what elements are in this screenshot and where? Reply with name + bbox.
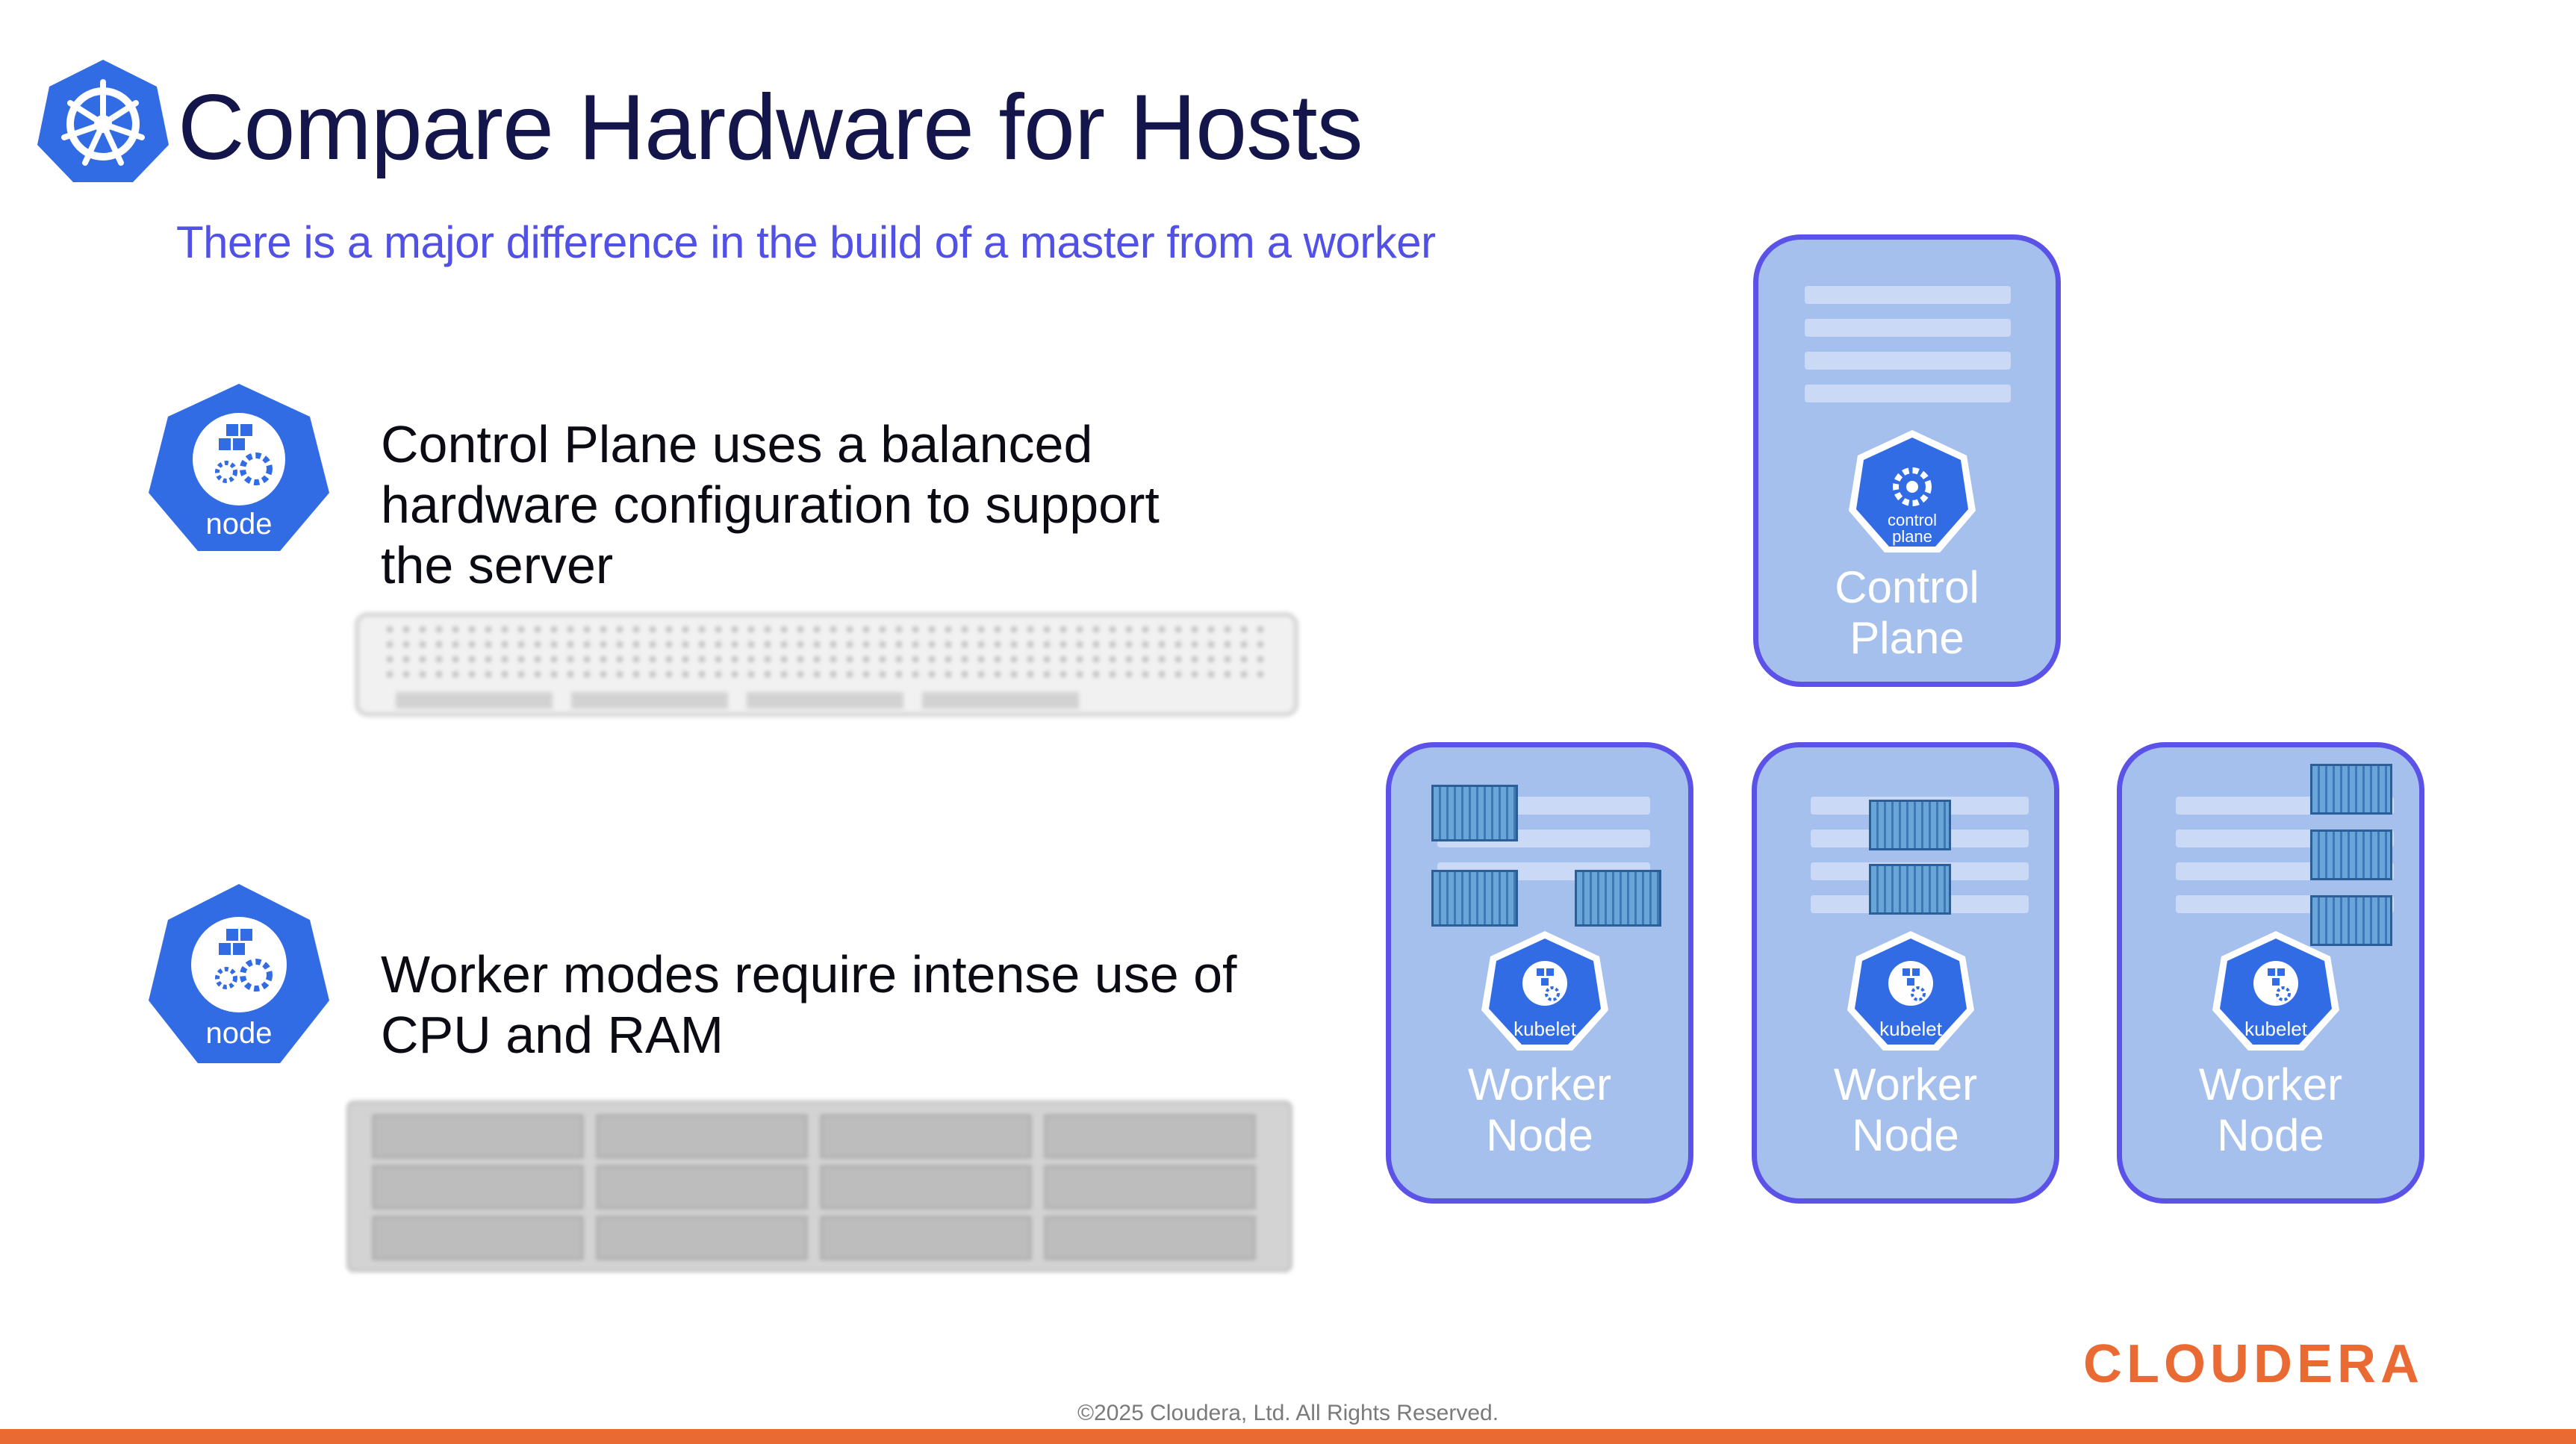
worker-node-label: Worker Node: [1467, 1059, 1612, 1160]
worker-node-label: Worker Node: [2198, 1059, 2343, 1160]
kubelet-icon: kubelet: [2211, 930, 2341, 1052]
kubelet-icon: kubelet: [1846, 930, 1976, 1052]
1u-server-image: [351, 609, 1303, 721]
container-icon: [1431, 870, 1518, 927]
cloudera-logo: CLOUDERA: [2083, 1334, 2424, 1394]
container-icon: [1575, 870, 1661, 927]
bullet-line: CPU and RAM: [381, 1006, 724, 1064]
footer-accent-bar: [0, 1429, 2576, 1444]
2u-storage-server-image: [343, 1098, 1295, 1275]
worker-node-box: kubelet Worker Node: [1752, 742, 2059, 1204]
worker-node-box: kubelet Worker Node: [1386, 742, 1693, 1204]
config-bar: [1805, 352, 2011, 370]
node-icon: node: [146, 881, 332, 1066]
control-plane-label: Control Plane: [1835, 562, 1979, 663]
bullet-worker-text: Worker modes require intense use of CPU …: [381, 944, 1237, 1065]
control-plane-icon-label: control plane: [1887, 511, 1938, 546]
config-bar: [1805, 286, 2011, 304]
bullet-line: Control Plane uses a balanced: [381, 415, 1093, 473]
node-icon-label: node: [205, 508, 273, 541]
container-icon: [2310, 830, 2392, 880]
node-icon-label: node: [205, 1017, 273, 1050]
copyright-text: ©2025 Cloudera, Ltd. All Rights Reserved…: [1077, 1401, 1499, 1425]
control-plane-box: control plane Control Plane: [1753, 234, 2061, 687]
bullet-line: hardware configuration to support: [381, 476, 1160, 534]
kubelet-icon-label: kubelet: [2244, 1018, 2307, 1040]
container-icon: [1431, 785, 1518, 841]
page-subtitle: There is a major difference in the build…: [176, 217, 1436, 267]
bullet-line: Worker modes require intense use of: [381, 945, 1237, 1003]
config-bar: [1805, 385, 2011, 402]
kubelet-icon: kubelet: [1480, 930, 1610, 1052]
config-bar: [1805, 319, 2011, 337]
node-icon: node: [146, 381, 332, 554]
page-title: Compare Hardware for Hosts: [178, 76, 1363, 179]
kubernetes-logo-icon: [37, 57, 169, 185]
container-icon: [1869, 864, 1951, 915]
kubelet-icon-label: kubelet: [1879, 1018, 1942, 1040]
container-icon: [1869, 800, 1951, 850]
worker-node-label: Worker Node: [1833, 1059, 1978, 1160]
bullet-line: the server: [381, 536, 614, 594]
container-icon: [2310, 895, 2392, 946]
control-plane-icon: control plane: [1847, 429, 1977, 554]
kubelet-icon-label: kubelet: [1513, 1018, 1576, 1040]
container-icon: [2310, 764, 2392, 815]
bullet-control-plane-text: Control Plane uses a balanced hardware c…: [381, 414, 1160, 596]
worker-node-box: kubelet Worker Node: [2117, 742, 2424, 1204]
